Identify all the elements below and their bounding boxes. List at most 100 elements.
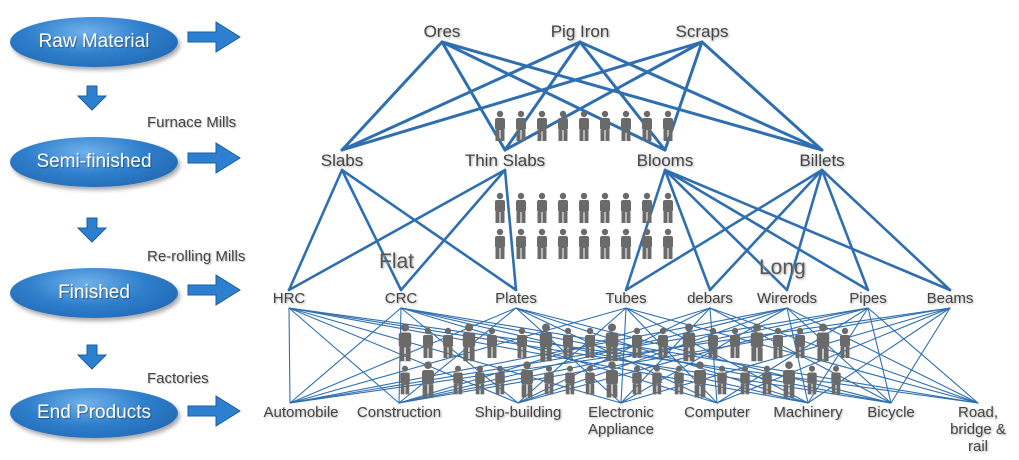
worker-figure-icon [495, 228, 505, 259]
worker-figure-icon [495, 365, 505, 395]
connector-raw-semi [340, 40, 704, 152]
worker-figure-icon [579, 192, 589, 223]
stage-semi-finished: Semi-finished [10, 137, 178, 187]
worker-figure-icon [750, 323, 764, 362]
worker-figure-icon [621, 228, 631, 259]
connector-semi-finished [340, 168, 518, 292]
worker-figure-icon [423, 327, 433, 358]
down-arrow-icon [76, 85, 108, 111]
node-construction: Construction [356, 404, 442, 421]
worker-figure-icon [694, 361, 706, 398]
connector-finished-end [517, 307, 788, 404]
node-machinery: Machinery [773, 404, 843, 421]
worker-figure-icon [632, 327, 642, 358]
worker-figure-icon [539, 323, 553, 362]
worker-figure-icon [663, 228, 673, 259]
worker-figure-icon [516, 192, 526, 223]
connector-raw-semi [340, 40, 444, 152]
connector-semi-finished [663, 168, 712, 292]
connector-finished-end [786, 307, 892, 404]
worker-figure-icon [642, 192, 652, 223]
connector-semi-finished [503, 168, 518, 292]
right-arrow-icon [187, 21, 241, 53]
worker-figure-icon [642, 228, 652, 259]
node-road-bridge-rail: Road, bridge & rail [950, 404, 1006, 455]
worker-figure-icon [565, 365, 575, 395]
node-blooms: Blooms [636, 151, 694, 170]
worker-figure-icon [717, 365, 727, 395]
stage-label: Finished [58, 282, 130, 303]
worker-figure-icon [475, 365, 485, 395]
connector-finished-end [288, 307, 622, 404]
connector-semi-finished [287, 168, 507, 292]
node-billets: Billets [799, 151, 845, 170]
worker-figure-icon [495, 192, 505, 223]
stage-raw-material: Raw Material [10, 17, 178, 67]
node-plates: Plates [495, 290, 537, 307]
worker-figure-icon [600, 192, 610, 223]
connector-raw-semi [700, 40, 824, 152]
worker-figure-icon [816, 323, 830, 362]
right-arrow-icon [187, 142, 241, 174]
worker-figure-icon [632, 365, 642, 395]
worker-figure-icon [521, 361, 533, 398]
worker-figure-icon [585, 327, 595, 358]
worker-figure-icon [537, 192, 547, 223]
node-automobile: Automobile [263, 404, 339, 421]
worker-figure-icon [663, 192, 673, 223]
connector-raw-semi [440, 40, 507, 152]
worker-figure-icon [658, 327, 668, 358]
worker-figure-icon [708, 327, 718, 358]
worker-figure-icon [674, 365, 684, 395]
group-flat: Flat [379, 250, 415, 273]
connector-semi-finished [663, 168, 952, 292]
worker-figure-icon [462, 323, 476, 362]
connector-finished-end [400, 307, 718, 404]
worker-figure-icon [558, 192, 568, 223]
worker-figure-icon [558, 228, 568, 259]
note-re-rolling-mills: Re-rolling Mills [147, 248, 246, 265]
worker-figure-icon [621, 192, 631, 223]
worker-figure-icon [398, 323, 412, 362]
worker-figure-icon [516, 228, 526, 259]
worker-figure-icon [606, 361, 618, 398]
node-beams: Beams [926, 290, 974, 307]
stage-finished: Finished [10, 268, 178, 318]
connector-finished-end [289, 307, 788, 404]
worker-figure-icon [537, 228, 547, 259]
worker-figure-icon [443, 327, 453, 358]
node-debars: debars [687, 290, 733, 307]
worker-figure-icon [558, 110, 568, 141]
node-ship-building: Ship-building [474, 404, 562, 421]
connector-finished-end [289, 307, 402, 404]
worker-figure-icon [579, 228, 589, 259]
connector-finished-end [620, 307, 788, 404]
connector-semi-finished [708, 168, 824, 292]
worker-figure-icon [585, 365, 595, 395]
worker-figure-icon [487, 327, 497, 358]
node-hrc: HRC [272, 290, 306, 307]
connector-finished-end [289, 307, 627, 404]
stage-label: Semi-finished [36, 151, 152, 172]
node-bicycle: Bicycle [867, 404, 915, 421]
connector-semi-finished [287, 168, 344, 292]
connector-raw-semi [440, 40, 824, 152]
note-factories: Factories [147, 370, 209, 387]
worker-figure-icon [807, 365, 817, 395]
worker-figure-icon [783, 361, 795, 398]
connector-finished-end [867, 307, 979, 404]
stage-end-products: End Products [10, 388, 178, 438]
worker-figure-icon [773, 327, 783, 358]
worker-figure-icon [600, 228, 610, 259]
node-electronic-appliance: Electronic Appliance [588, 404, 654, 438]
connector-raw-semi [578, 40, 824, 152]
worker-figure-icon [600, 110, 610, 141]
connector-finished-end [890, 307, 951, 404]
node-tubes: Tubes [605, 290, 647, 307]
worker-figure-icon [544, 365, 554, 395]
worker-figure-icon [537, 110, 547, 141]
group-long: Long [759, 256, 806, 279]
connector-semi-finished [820, 168, 870, 292]
worker-figure-icon [840, 327, 850, 358]
